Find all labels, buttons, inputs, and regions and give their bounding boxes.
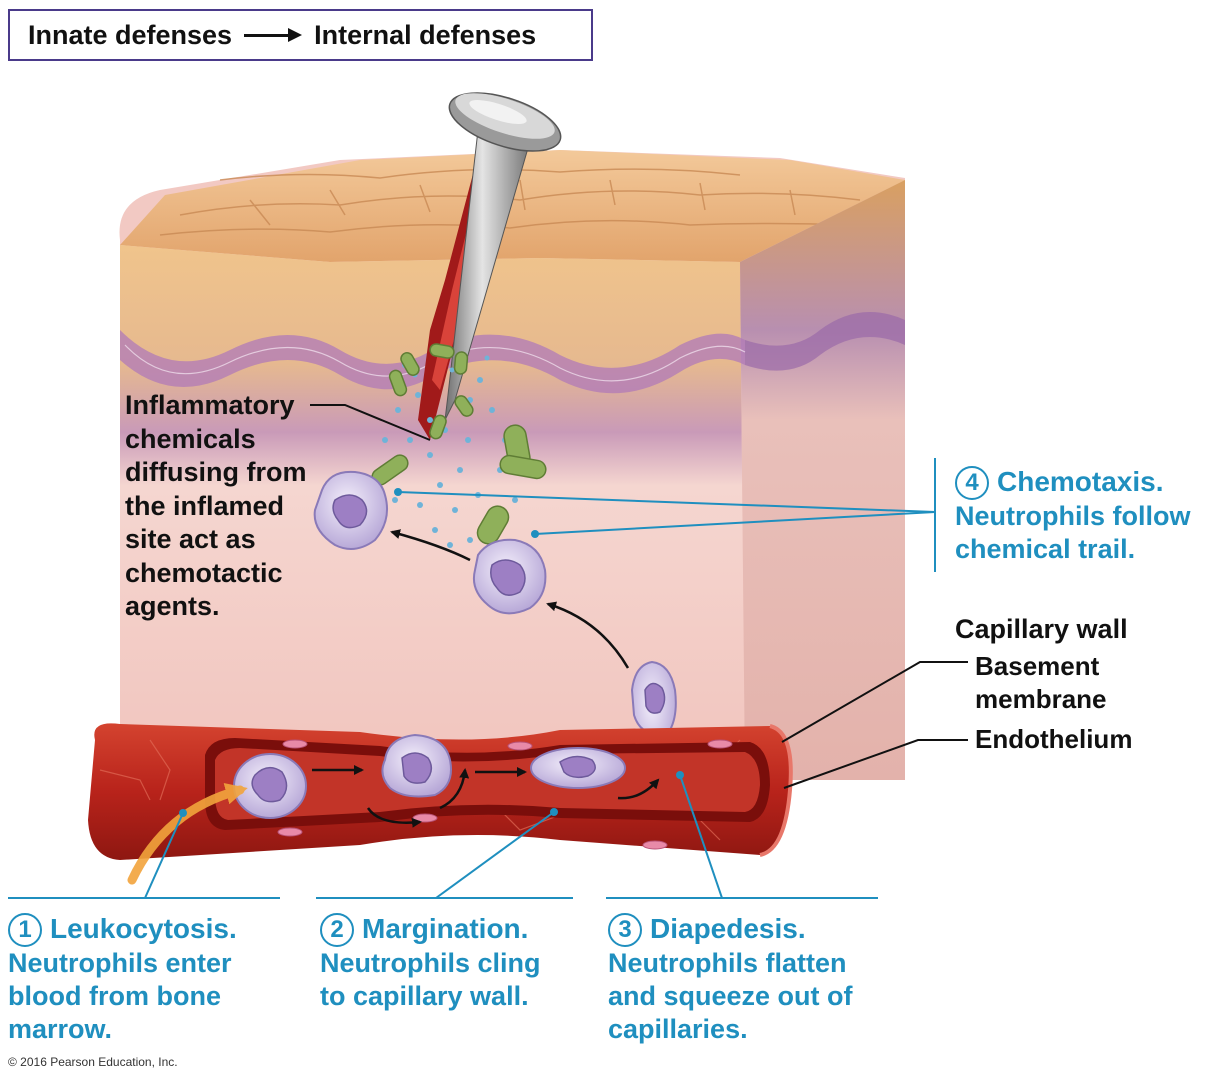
- step-number-badge: 4: [955, 466, 989, 500]
- step-leukocytosis: 1 Leukocytosis. Neutrophils enter blood f…: [8, 912, 308, 1046]
- step-desc-line: chemical trail.: [955, 534, 1136, 564]
- inf-line: site act as: [125, 524, 256, 554]
- step-chemotaxis: 4 Chemotaxis. Neutrophils follow chemical…: [955, 465, 1214, 566]
- copyright-notice: © 2016 Pearson Education, Inc.: [8, 1055, 178, 1069]
- step-margination: 2 Margination. Neutrophils cling to capil…: [320, 912, 600, 1013]
- step-title: Margination.: [362, 913, 529, 944]
- step-desc-line: Neutrophils flatten: [608, 948, 847, 978]
- right-arrow-icon: [244, 25, 303, 45]
- leader-lines: [8, 458, 936, 899]
- basement-membrane-label: Basement membrane: [975, 650, 1175, 716]
- header-innate: Innate defenses: [28, 19, 233, 50]
- inf-line: the inflamed: [125, 490, 285, 521]
- neutrophil-vessel-2: [381, 733, 452, 798]
- step-title: Diapedesis.: [650, 913, 806, 944]
- step-desc-line: Neutrophils follow: [955, 501, 1191, 531]
- step-desc-line: to capillary wall.: [320, 981, 529, 1011]
- step-desc-line: capillaries.: [608, 1014, 748, 1044]
- endothelium-label: Endothelium: [975, 724, 1133, 754]
- nail-icon: [444, 92, 562, 421]
- step-desc-line: blood from bone: [8, 981, 221, 1011]
- movement-arrows: [312, 529, 660, 828]
- neutrophil-vessel-3: [530, 747, 626, 789]
- step-number-badge: 3: [608, 913, 642, 947]
- step-number-badge: 2: [320, 913, 354, 947]
- step-desc-line: Neutrophils enter: [8, 948, 232, 978]
- bacteria: [371, 343, 547, 545]
- neutrophil-vessel-1: [233, 753, 307, 819]
- step-desc-line: marrow.: [8, 1014, 113, 1044]
- step-diapedesis: 3 Diapedesis. Neutrophils flatten and squ…: [608, 912, 908, 1046]
- capillary-wall-label: Capillary wall: [955, 614, 1128, 644]
- bone-marrow-entry-arrow: [127, 782, 248, 885]
- inf-line: chemicals: [125, 423, 256, 454]
- header-internal: Internal defenses: [314, 19, 537, 50]
- basement-line: Basement: [975, 651, 1100, 681]
- basement-line: membrane: [975, 684, 1107, 714]
- step-desc-line: Neutrophils cling: [320, 948, 541, 978]
- neutrophil-tissue-1: [313, 470, 388, 550]
- inf-line: agents.: [125, 591, 220, 621]
- step-desc-line: and squeeze out of: [608, 981, 853, 1011]
- step-number-badge: 1: [8, 913, 42, 947]
- inf-line: chemotactic: [125, 557, 283, 588]
- step-title: Chemotaxis.: [997, 466, 1164, 497]
- skin-tissue-block: [119, 150, 905, 780]
- inflammatory-chemicals-label: Inflammatory chemicals diffusing from th…: [125, 389, 345, 624]
- inf-line: Inflammatory: [125, 390, 295, 420]
- step-title: Leukocytosis.: [50, 913, 237, 944]
- inf-line: diffusing from: [125, 457, 307, 487]
- section-header: Innate defenses Internal defenses: [8, 9, 593, 61]
- neutrophil-tissue-2: [472, 538, 547, 615]
- black-leader-lines: [310, 404, 968, 789]
